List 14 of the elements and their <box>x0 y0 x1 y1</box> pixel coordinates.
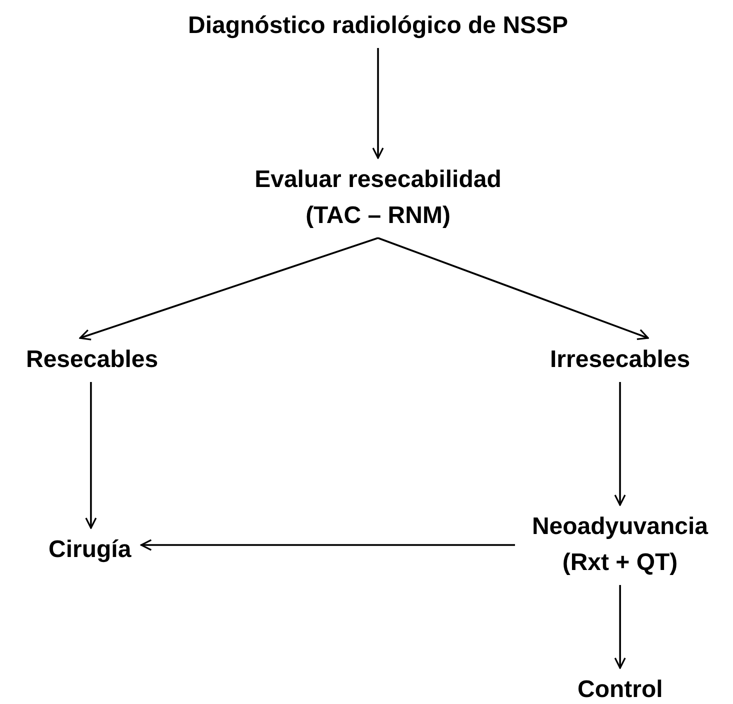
arrow <box>614 382 626 506</box>
arrow <box>79 237 378 340</box>
flow-step-text: Diagnóstico radiológico de NSSP <box>178 4 578 48</box>
arrow <box>378 237 649 340</box>
flow-step-text: Resecables <box>16 338 168 382</box>
flow-step-text: Irresecables <box>540 338 700 382</box>
flow-step-text: Cirugía <box>38 528 142 572</box>
arrow <box>140 539 515 551</box>
flow-step-text: Evaluar resecabilidad (TAC – RNM) <box>218 158 538 238</box>
arrow <box>85 382 97 529</box>
flow-step-text: Neoadyuvancia (Rxt + QT) <box>515 505 725 585</box>
arrow <box>614 585 626 669</box>
arrow <box>372 48 384 159</box>
flow-step-text: Control <box>568 668 673 704</box>
